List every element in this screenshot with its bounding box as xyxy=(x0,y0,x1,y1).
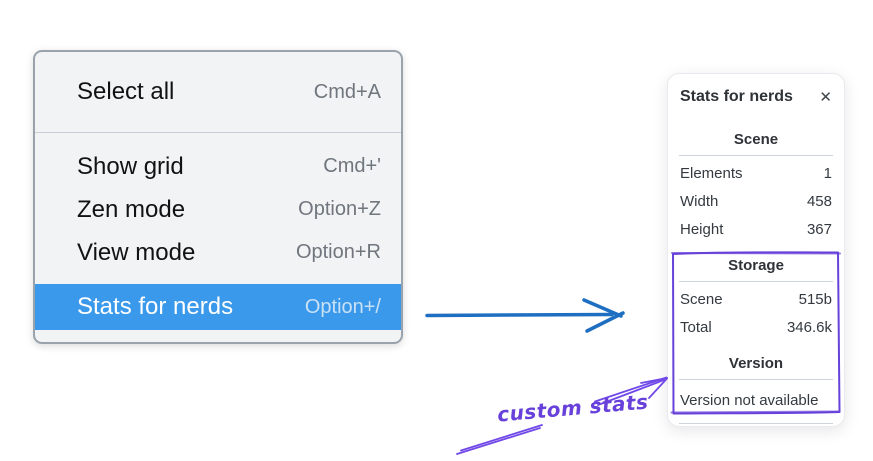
stat-value: 367 xyxy=(806,221,832,238)
stat-row-width: Width 458 xyxy=(678,188,834,216)
menu-item-shortcut: Option+R xyxy=(295,241,381,263)
stats-panel: Stats for nerds ✕ Scene Elements 1 Width… xyxy=(667,73,845,427)
stat-label: Scene xyxy=(680,291,723,308)
stats-panel-header: Stats for nerds ✕ xyxy=(678,88,834,106)
blue-arrow xyxy=(425,298,625,333)
menu-item-label: View mode xyxy=(77,238,196,266)
divider xyxy=(679,155,833,156)
stats-section-header-version: Version xyxy=(728,355,784,372)
stat-row-elements: Elements 1 xyxy=(678,160,834,188)
stat-label: Height xyxy=(680,221,724,238)
stats-panel-title: Stats for nerds xyxy=(680,88,793,105)
menu-item-zen-mode[interactable]: Zen mode Option+Z xyxy=(35,188,401,231)
stat-value: 458 xyxy=(806,193,832,210)
stat-row-height: Height 367 xyxy=(678,216,834,244)
stat-value: 515b xyxy=(798,291,832,308)
stat-row-total-storage: Total 346.6k xyxy=(678,314,834,342)
menu-item-shortcut: Option+/ xyxy=(304,295,381,318)
divider xyxy=(679,281,833,282)
menu-item-label: Select all xyxy=(77,78,175,105)
menu-item-label: Show grid xyxy=(77,152,184,180)
stat-value: 346.6k xyxy=(786,319,832,336)
stat-row-scene-storage: Scene 515b xyxy=(678,286,834,314)
stat-label: Elements xyxy=(680,165,743,182)
divider xyxy=(679,379,833,380)
close-icon[interactable]: ✕ xyxy=(819,88,832,106)
menu-item-stats-for-nerds[interactable]: Stats for nerds Option+/ xyxy=(35,284,401,330)
stats-section-header-storage: Storage xyxy=(728,257,784,274)
version-note: Version not available xyxy=(680,392,819,409)
stats-section-header-scene: Scene xyxy=(733,131,779,148)
menu-item-label: Stats for nerds xyxy=(77,293,234,320)
context-menu-section-bottom: Show grid Cmd+' Zen mode Option+Z View m… xyxy=(35,133,401,342)
context-menu: Select all Cmd+A Show grid Cmd+' Zen mod… xyxy=(33,50,403,344)
stat-value: 1 xyxy=(823,165,832,182)
menu-item-select-all[interactable]: Select all Cmd+A xyxy=(35,64,401,120)
menu-item-show-grid[interactable]: Show grid Cmd+' xyxy=(35,145,401,188)
divider xyxy=(679,423,833,424)
menu-item-shortcut: Cmd+A xyxy=(313,80,381,103)
menu-divider xyxy=(35,132,401,133)
menu-item-label: Zen mode xyxy=(77,195,186,223)
menu-item-shortcut: Option+Z xyxy=(298,198,381,220)
context-menu-section-top: Select all Cmd+A xyxy=(35,52,401,132)
menu-item-shortcut: Cmd+' xyxy=(323,155,381,177)
menu-item-view-mode[interactable]: View mode Option+R xyxy=(35,231,401,274)
stat-label: Total xyxy=(680,319,712,336)
custom-stats-annotation: custom stats xyxy=(496,389,650,427)
stat-label: Width xyxy=(680,193,719,210)
